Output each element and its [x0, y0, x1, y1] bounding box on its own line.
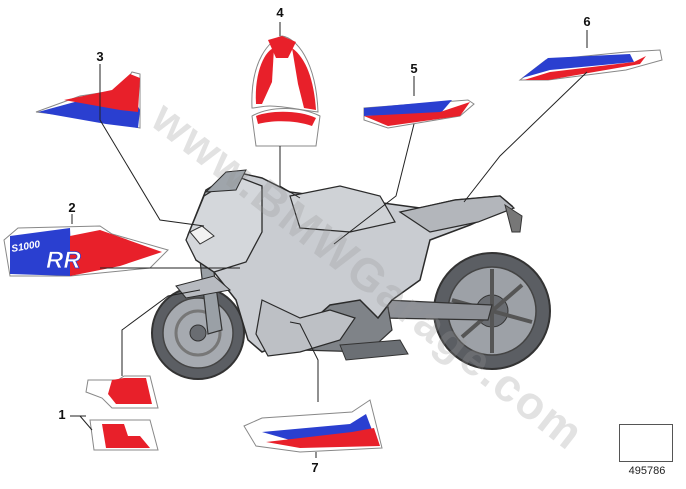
callout-label-3: 3: [96, 49, 104, 64]
callout-label-1: 1: [58, 407, 66, 422]
tail-section: [398, 195, 516, 233]
navigation-arrow-button[interactable]: [619, 424, 673, 462]
fuel-tank: [289, 185, 396, 233]
decal-6-tail: [518, 49, 663, 81]
callout-label-6: 6: [583, 14, 591, 29]
decal-7-lower: [243, 399, 383, 453]
decal-model-text: S1000: [11, 239, 42, 255]
exhaust: [339, 339, 409, 361]
decal-4-tail-hump: [251, 35, 321, 147]
leader-line-3: [99, 64, 205, 227]
lower-fairing: [255, 299, 356, 357]
decal-2-s1000rr: S1000 RR: [3, 225, 169, 277]
decal-rr-text: RR: [46, 247, 81, 274]
leader-line-1b: [121, 289, 201, 376]
headlight: [189, 225, 215, 245]
license-bracket: [504, 203, 523, 233]
callout-label-2: 2: [68, 200, 76, 215]
callout-label-4: 4: [276, 5, 284, 20]
leader-lines: [70, 22, 588, 458]
front-wheel: [151, 286, 245, 380]
reference-number: 495786: [628, 465, 666, 477]
decal-5-tank: [363, 99, 475, 129]
decal-3-fairing: [35, 71, 141, 129]
callout-label-7: 7: [311, 460, 319, 475]
callout-label-5: 5: [410, 61, 418, 76]
decal-1-stickers: [85, 375, 159, 451]
front-fender: [175, 275, 232, 299]
leader-line-7: [289, 321, 319, 402]
windscreen: [204, 169, 247, 193]
motorcycle-illustration: [151, 169, 551, 380]
